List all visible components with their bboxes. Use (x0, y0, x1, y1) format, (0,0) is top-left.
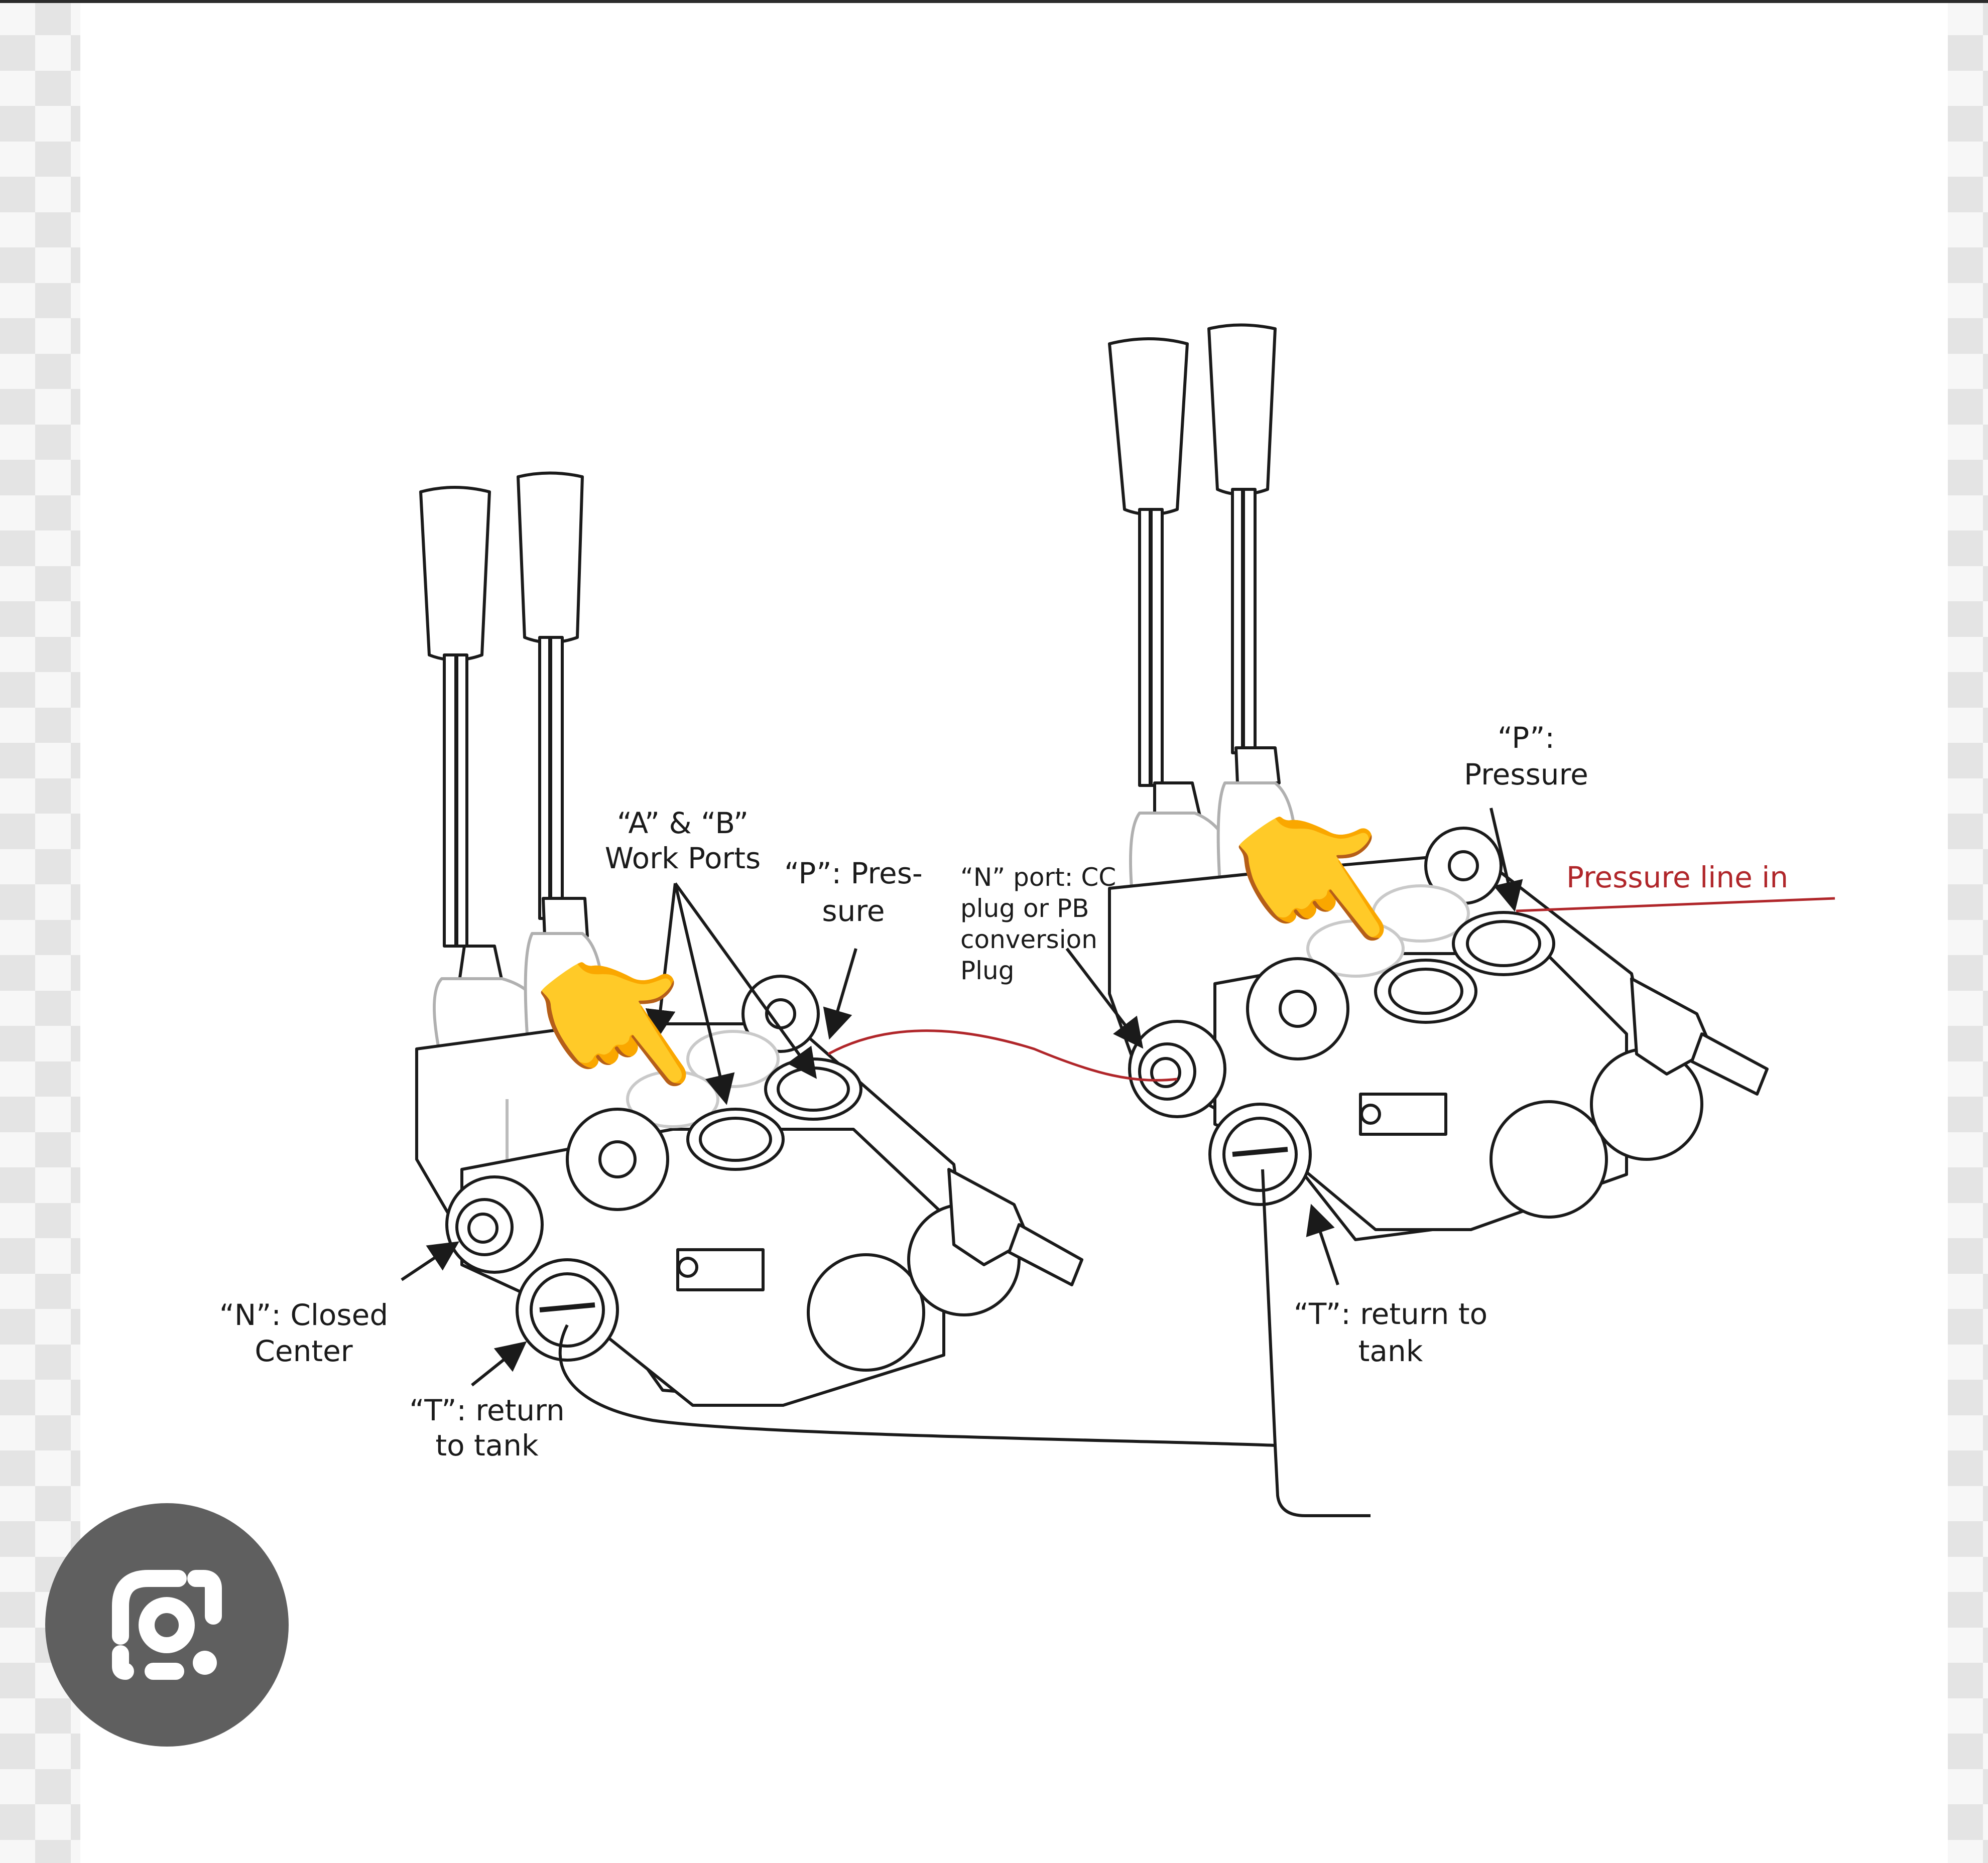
left-t-label-line2: to tank (435, 1428, 539, 1462)
right-n-label-line2: plug or PB (960, 894, 1089, 923)
right-t-label-line1: “T”: return to (1294, 1297, 1487, 1331)
right-t-label-line2: tank (1358, 1334, 1423, 1368)
left-n-label-line2: Center (255, 1334, 352, 1368)
left-valve-handle-2 (517, 471, 589, 938)
right-pressure-label-line2: Pressure (1464, 757, 1588, 791)
pressure-line-in (1516, 897, 1835, 912)
left-valve (415, 471, 1083, 1407)
right-valve-handle-1 (1108, 337, 1201, 817)
right-n-label-line3: conversion (960, 925, 1097, 954)
google-lens-button[interactable] (45, 1503, 289, 1747)
pressure-line-connector (827, 1029, 1178, 1082)
work-ports-label-line2: Work Ports (605, 841, 761, 875)
top-border (0, 0, 1988, 3)
left-t-label-line1: “T”: return (409, 1393, 565, 1427)
right-pressure-label-line1: “P”: (1498, 721, 1555, 755)
left-valve-handle-1 (419, 486, 504, 983)
annotation-arrows (401, 808, 1523, 1387)
right-valve-handle-2 (1207, 323, 1281, 784)
right-valve (1108, 323, 1769, 1241)
left-pressure-label-line1: “P”: Pres- (784, 856, 923, 890)
right-n-label-line1: “N” port: CC (960, 863, 1116, 892)
work-ports-label-line1: “A” & “B” (617, 806, 749, 840)
return-to-tank-line (558, 1324, 1371, 1517)
pressure-line-label: Pressure line in (1566, 860, 1788, 894)
google-lens-icon (112, 1570, 222, 1680)
left-pressure-label-line2: sure (822, 894, 885, 928)
return-to-tank-drop (1261, 1169, 1277, 1446)
checker-background-left (0, 0, 80, 1863)
left-n-label-line1: “N”: Closed (219, 1298, 388, 1332)
checker-background-right (1948, 0, 1988, 1863)
right-n-label-line4: Plug (960, 956, 1014, 985)
